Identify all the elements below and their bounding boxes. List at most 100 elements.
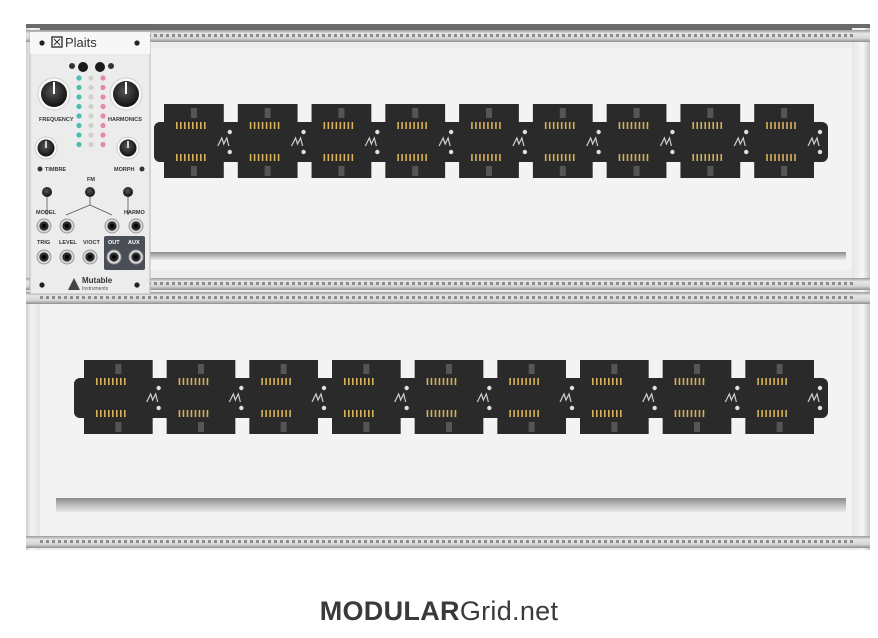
rail-hole [466,282,469,285]
mount-hole [744,149,749,155]
rail-hole [640,34,643,37]
connector-pin [529,378,531,385]
rail-hole [424,282,427,285]
connector-pin [442,410,445,417]
rail-hole [796,540,799,543]
rail-hole [352,540,355,543]
rail-hole [262,296,265,299]
rail-hole [364,282,367,285]
busboard-logo-icon [146,392,159,403]
rail-hole [142,296,145,299]
plaits-module[interactable]: Plaits FREQUENCY HARMONICS TIMBRE MORPH … [29,31,151,295]
rail-hole [442,34,445,37]
rail-hole [196,296,199,299]
rail-hole [676,296,679,299]
connector-pin [642,122,645,129]
rail-hole [628,282,631,285]
rail-hole [742,540,745,543]
model-led [76,113,82,119]
connector-pin [794,122,796,129]
morph-cv-jack[interactable] [104,218,120,234]
model-led-off [88,141,94,148]
connector-key [363,422,370,432]
rail-hole [598,540,601,543]
mount-hole [522,149,528,155]
connector-pin [265,122,268,129]
connector-pin [770,122,772,129]
rail-hole [766,296,769,299]
rail-hole [712,540,715,543]
connector-pin [479,122,481,129]
connector-pin [343,122,346,129]
morph-attenuverter[interactable] [123,187,133,197]
connector-pin [277,154,280,161]
harmo-cv-jack[interactable] [128,218,144,234]
level-label: LEVEL [59,240,77,246]
rail-hole [424,34,427,37]
connector-pin [696,154,699,161]
connector-pin [454,410,457,417]
rail-hole [118,296,121,299]
rail-hole [736,296,739,299]
rail-hole [586,540,589,543]
rail-hole [496,540,499,543]
model-button-left[interactable] [78,62,88,72]
connector-pin [552,154,555,161]
rail-hole [724,282,727,285]
rail-hole [478,282,481,285]
rail-hole [316,540,319,543]
fm-cv-jack[interactable] [59,218,75,234]
morph-icon [139,166,145,172]
connector-pin [273,378,275,385]
rail-hole [682,296,685,299]
model-button-right[interactable] [95,62,105,72]
rail-hole [658,282,661,285]
timbre-cv-jack[interactable] [36,218,52,234]
plaits-logo-icon-mark [53,38,61,46]
connector-pin [253,122,256,129]
connector-key [528,422,535,432]
out-jack[interactable] [106,249,122,265]
rail-hole [766,540,769,543]
aux-jack[interactable] [128,249,144,265]
rail-hole [280,282,283,285]
voct-jack[interactable] [82,249,98,265]
connector-pin [616,410,618,417]
rail-hole [286,540,289,543]
rail-hole [832,282,835,285]
rail-hole [550,296,553,299]
rail-hole [436,540,439,543]
rail-hole [496,34,499,37]
rail-hole [334,34,337,37]
rail-hole [472,540,475,543]
rail-hole [532,540,535,543]
trig-jack[interactable] [36,249,52,265]
level-jack[interactable] [59,249,75,265]
mount-screw [134,282,140,288]
jack-hole [110,224,114,228]
rail-hole [352,282,355,285]
connector-pin [409,154,411,161]
jack-hole [42,224,46,228]
connector-pin [698,378,701,385]
connector-pin [525,378,527,385]
rail-hole [766,282,769,285]
rail-hole [244,540,247,543]
connector-pin [572,122,575,129]
morph-label: MORPH [114,167,135,173]
mount-hole [522,129,528,135]
connector-pin [360,378,362,385]
rail-hole [610,540,613,543]
connector-pin [442,378,445,385]
connector-pin [100,410,102,417]
fm-attenuverter[interactable] [85,187,95,197]
out-label: OUT [108,240,120,246]
connector-pin [347,122,350,129]
timbre-attenuverter[interactable] [42,187,52,197]
rail-hole [790,296,793,299]
connector-key [412,166,419,176]
model-led [100,94,106,100]
rail-hole [424,540,427,543]
modulargrid-logo[interactable]: MODULARGrid.net [0,596,878,627]
connector-pin [269,410,271,417]
